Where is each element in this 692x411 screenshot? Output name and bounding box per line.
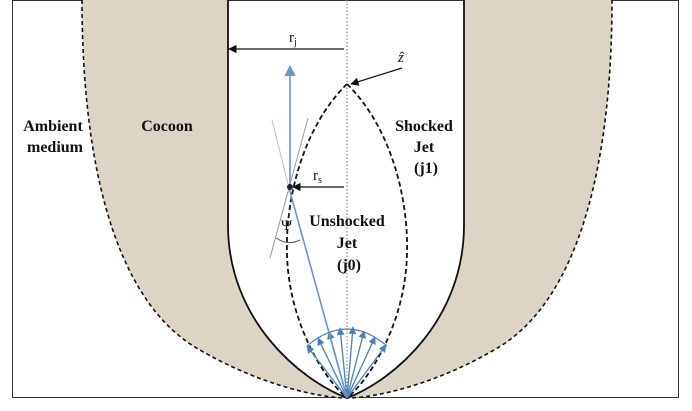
injection-arrow	[346, 330, 367, 399]
shock-intersection-point	[287, 184, 293, 190]
psi-angle-arc	[275, 237, 301, 244]
zhat-pointer-arrow	[350, 67, 403, 86]
unshocked-jet-label: Unshocked Jet (j0)	[309, 213, 389, 274]
collimation-shock-left	[285, 83, 348, 399]
injection-arrow	[346, 344, 387, 399]
cocoon-label: Cocoon	[141, 118, 193, 135]
injection-arrow	[346, 336, 376, 399]
shocked-jet-label: Shocked Jet (j1)	[395, 118, 457, 177]
streamline-extension	[271, 119, 290, 189]
rs-label: rs	[313, 168, 322, 186]
injection-arrow	[346, 326, 357, 399]
injection-arc	[306, 328, 388, 347]
collimation-shock-right	[346, 83, 409, 399]
injection-arrow	[336, 327, 348, 399]
incoming-streamline	[288, 187, 348, 399]
zhat-label: ẑ	[397, 50, 404, 66]
psi-label: Ψ	[281, 218, 293, 234]
injection-arrow	[317, 337, 348, 399]
injection-arrow	[306, 345, 348, 399]
ambient-medium-label: Ambient medium	[23, 118, 87, 156]
cocoon-region	[82, 0, 612, 398]
rj-label: rj	[289, 30, 297, 48]
